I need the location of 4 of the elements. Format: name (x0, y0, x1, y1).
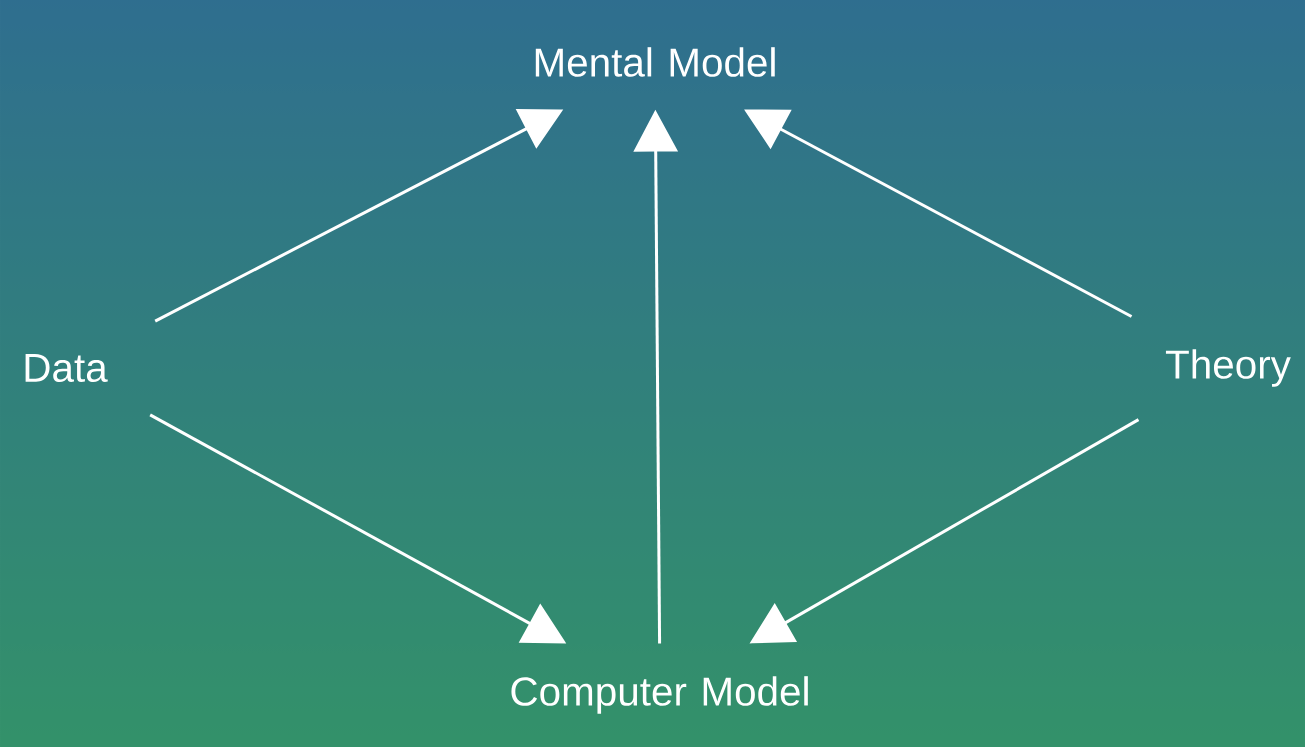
node-label: Data (25, 353, 108, 383)
node-label: Theory (1165, 349, 1291, 387)
node-label: Computer Model (511, 676, 808, 714)
node-label: Mental Model (535, 47, 775, 77)
